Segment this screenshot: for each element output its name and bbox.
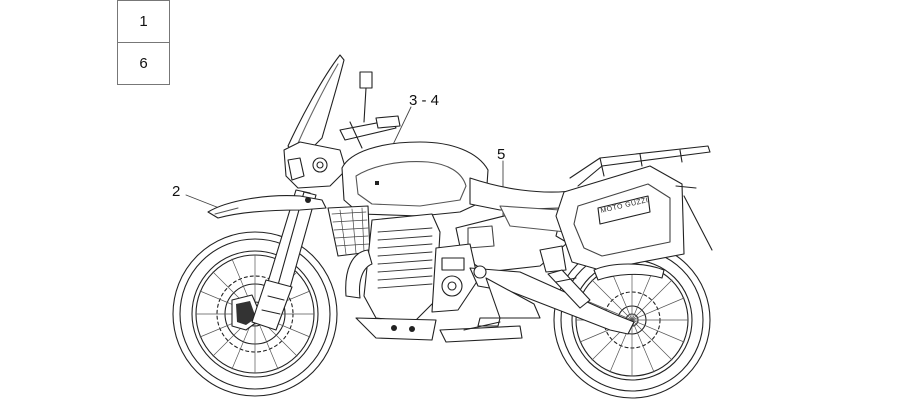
rear-shock <box>547 269 591 309</box>
side-case <box>539 165 713 273</box>
luggage-rack <box>569 145 711 187</box>
mirror <box>359 71 373 123</box>
radiator-grille <box>327 205 371 257</box>
front-fender <box>207 195 327 219</box>
callout-label-5: 5 <box>497 146 506 163</box>
callout-label-3-4: 3 - 4 <box>409 92 440 109</box>
legend-cell-1: 1 <box>118 0 169 42</box>
footpeg <box>463 317 501 331</box>
callout-label-2: 2 <box>172 183 181 200</box>
legend-table: 1 6 <box>117 0 170 85</box>
fuel-tank <box>341 141 489 217</box>
windscreen <box>287 54 345 161</box>
legend-cell-6: 6 <box>118 42 169 84</box>
handlebar <box>339 115 401 149</box>
engine <box>363 213 479 323</box>
headlight-cowl <box>283 141 347 189</box>
rear-mudguard <box>593 263 665 281</box>
front-fork <box>251 189 317 331</box>
exhaust-skid-plate <box>345 249 523 343</box>
